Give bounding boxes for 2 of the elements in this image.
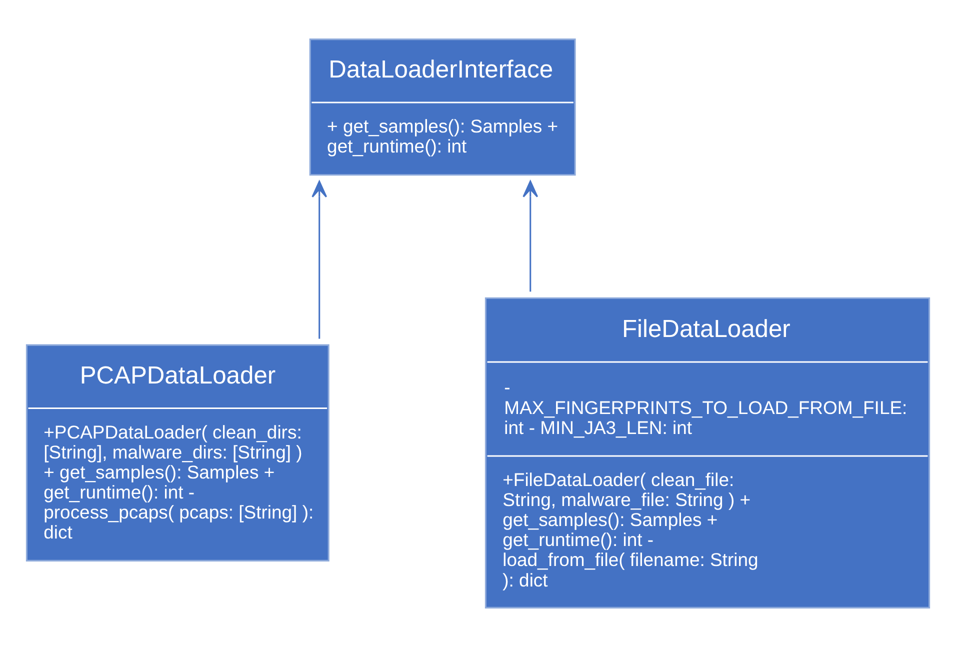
arrow <box>312 180 328 338</box>
arrow <box>522 180 538 292</box>
